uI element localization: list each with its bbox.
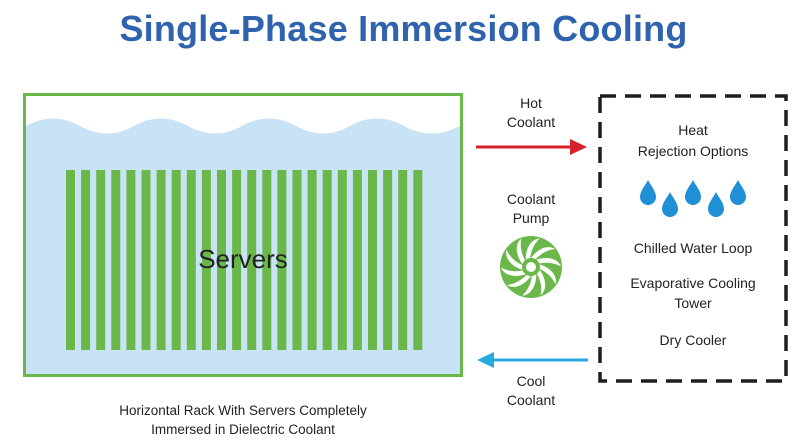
water-drop — [685, 180, 701, 205]
coolant-liquid — [26, 118, 460, 374]
water-drop — [662, 192, 678, 217]
fan-blade — [538, 264, 556, 285]
servers-label: Servers — [198, 244, 288, 274]
fan-blade — [525, 238, 540, 260]
fan-blade — [506, 249, 524, 270]
server-blade — [201, 170, 211, 350]
fan-icon — [500, 236, 562, 298]
immersion-tank: Servers — [23, 93, 463, 377]
coolant-pump-label-line2: Pump — [512, 210, 550, 226]
server-blade — [352, 170, 362, 350]
option-chilled-water-loop: Chilled Water Loop — [633, 240, 753, 256]
server-blade — [171, 170, 181, 350]
server-blade — [126, 170, 136, 350]
diagram-title: Single-Phase Immersion Cooling — [119, 8, 688, 49]
cool-coolant-label-line2: Coolant — [506, 392, 556, 408]
heat-rejection-title-line1: Heat — [678, 122, 708, 138]
server-blade — [247, 170, 257, 350]
server-blade — [337, 170, 347, 350]
server-blade — [383, 170, 393, 350]
fan-blade — [516, 238, 526, 265]
tank-caption-line2: Immersed in Dielectric Coolant — [151, 422, 335, 437]
option-dry-cooler: Dry Cooler — [659, 332, 727, 348]
fan-blade — [531, 247, 555, 260]
server-blade — [307, 170, 317, 350]
water-drop — [640, 180, 656, 205]
fan-blade — [522, 274, 537, 296]
server-blade — [96, 170, 106, 350]
server-blade — [141, 170, 151, 350]
hot-coolant-label-line2: Coolant — [506, 114, 556, 130]
fan-blade — [536, 269, 546, 296]
fan-blade — [536, 258, 561, 267]
heat-rejection-title-line2: Rejection Options — [637, 143, 749, 159]
water-drop — [708, 192, 724, 217]
fan-blade — [507, 274, 531, 287]
fan-blade — [501, 267, 526, 276]
server-blade — [292, 170, 302, 350]
hot-coolant-arrow — [476, 139, 587, 155]
heat-rejection-box: Heat Rejection Options Chilled Water Loo… — [598, 94, 788, 383]
server-blade — [186, 170, 196, 350]
server-blade — [217, 170, 226, 350]
server-blade — [111, 170, 121, 350]
cool-coolant-arrow — [477, 352, 588, 368]
server-blade — [262, 170, 272, 350]
server-blade — [413, 170, 423, 350]
option-evaporative-cooling-line2: Tower — [674, 295, 712, 311]
server-blade — [398, 170, 408, 350]
water-drop — [730, 180, 746, 205]
water-drops-icon — [640, 180, 746, 217]
option-evaporative-cooling-line1: Evaporative Cooling — [630, 275, 756, 291]
server-blade — [156, 170, 166, 350]
server-blade — [232, 170, 242, 350]
server-blade — [66, 170, 75, 350]
server-blade — [368, 170, 377, 350]
dashed-border — [598, 94, 788, 383]
server-blade — [81, 170, 91, 350]
tank-caption-line1: Horizontal Rack With Servers Completely — [119, 403, 367, 418]
cool-coolant-label-line1: Cool — [516, 373, 546, 389]
coolant-pump-label-line1: Coolant — [506, 191, 556, 207]
server-rack — [66, 170, 423, 350]
server-blade — [322, 170, 332, 350]
hot-coolant-label-line1: Hot — [520, 95, 542, 111]
server-blade — [277, 170, 287, 350]
